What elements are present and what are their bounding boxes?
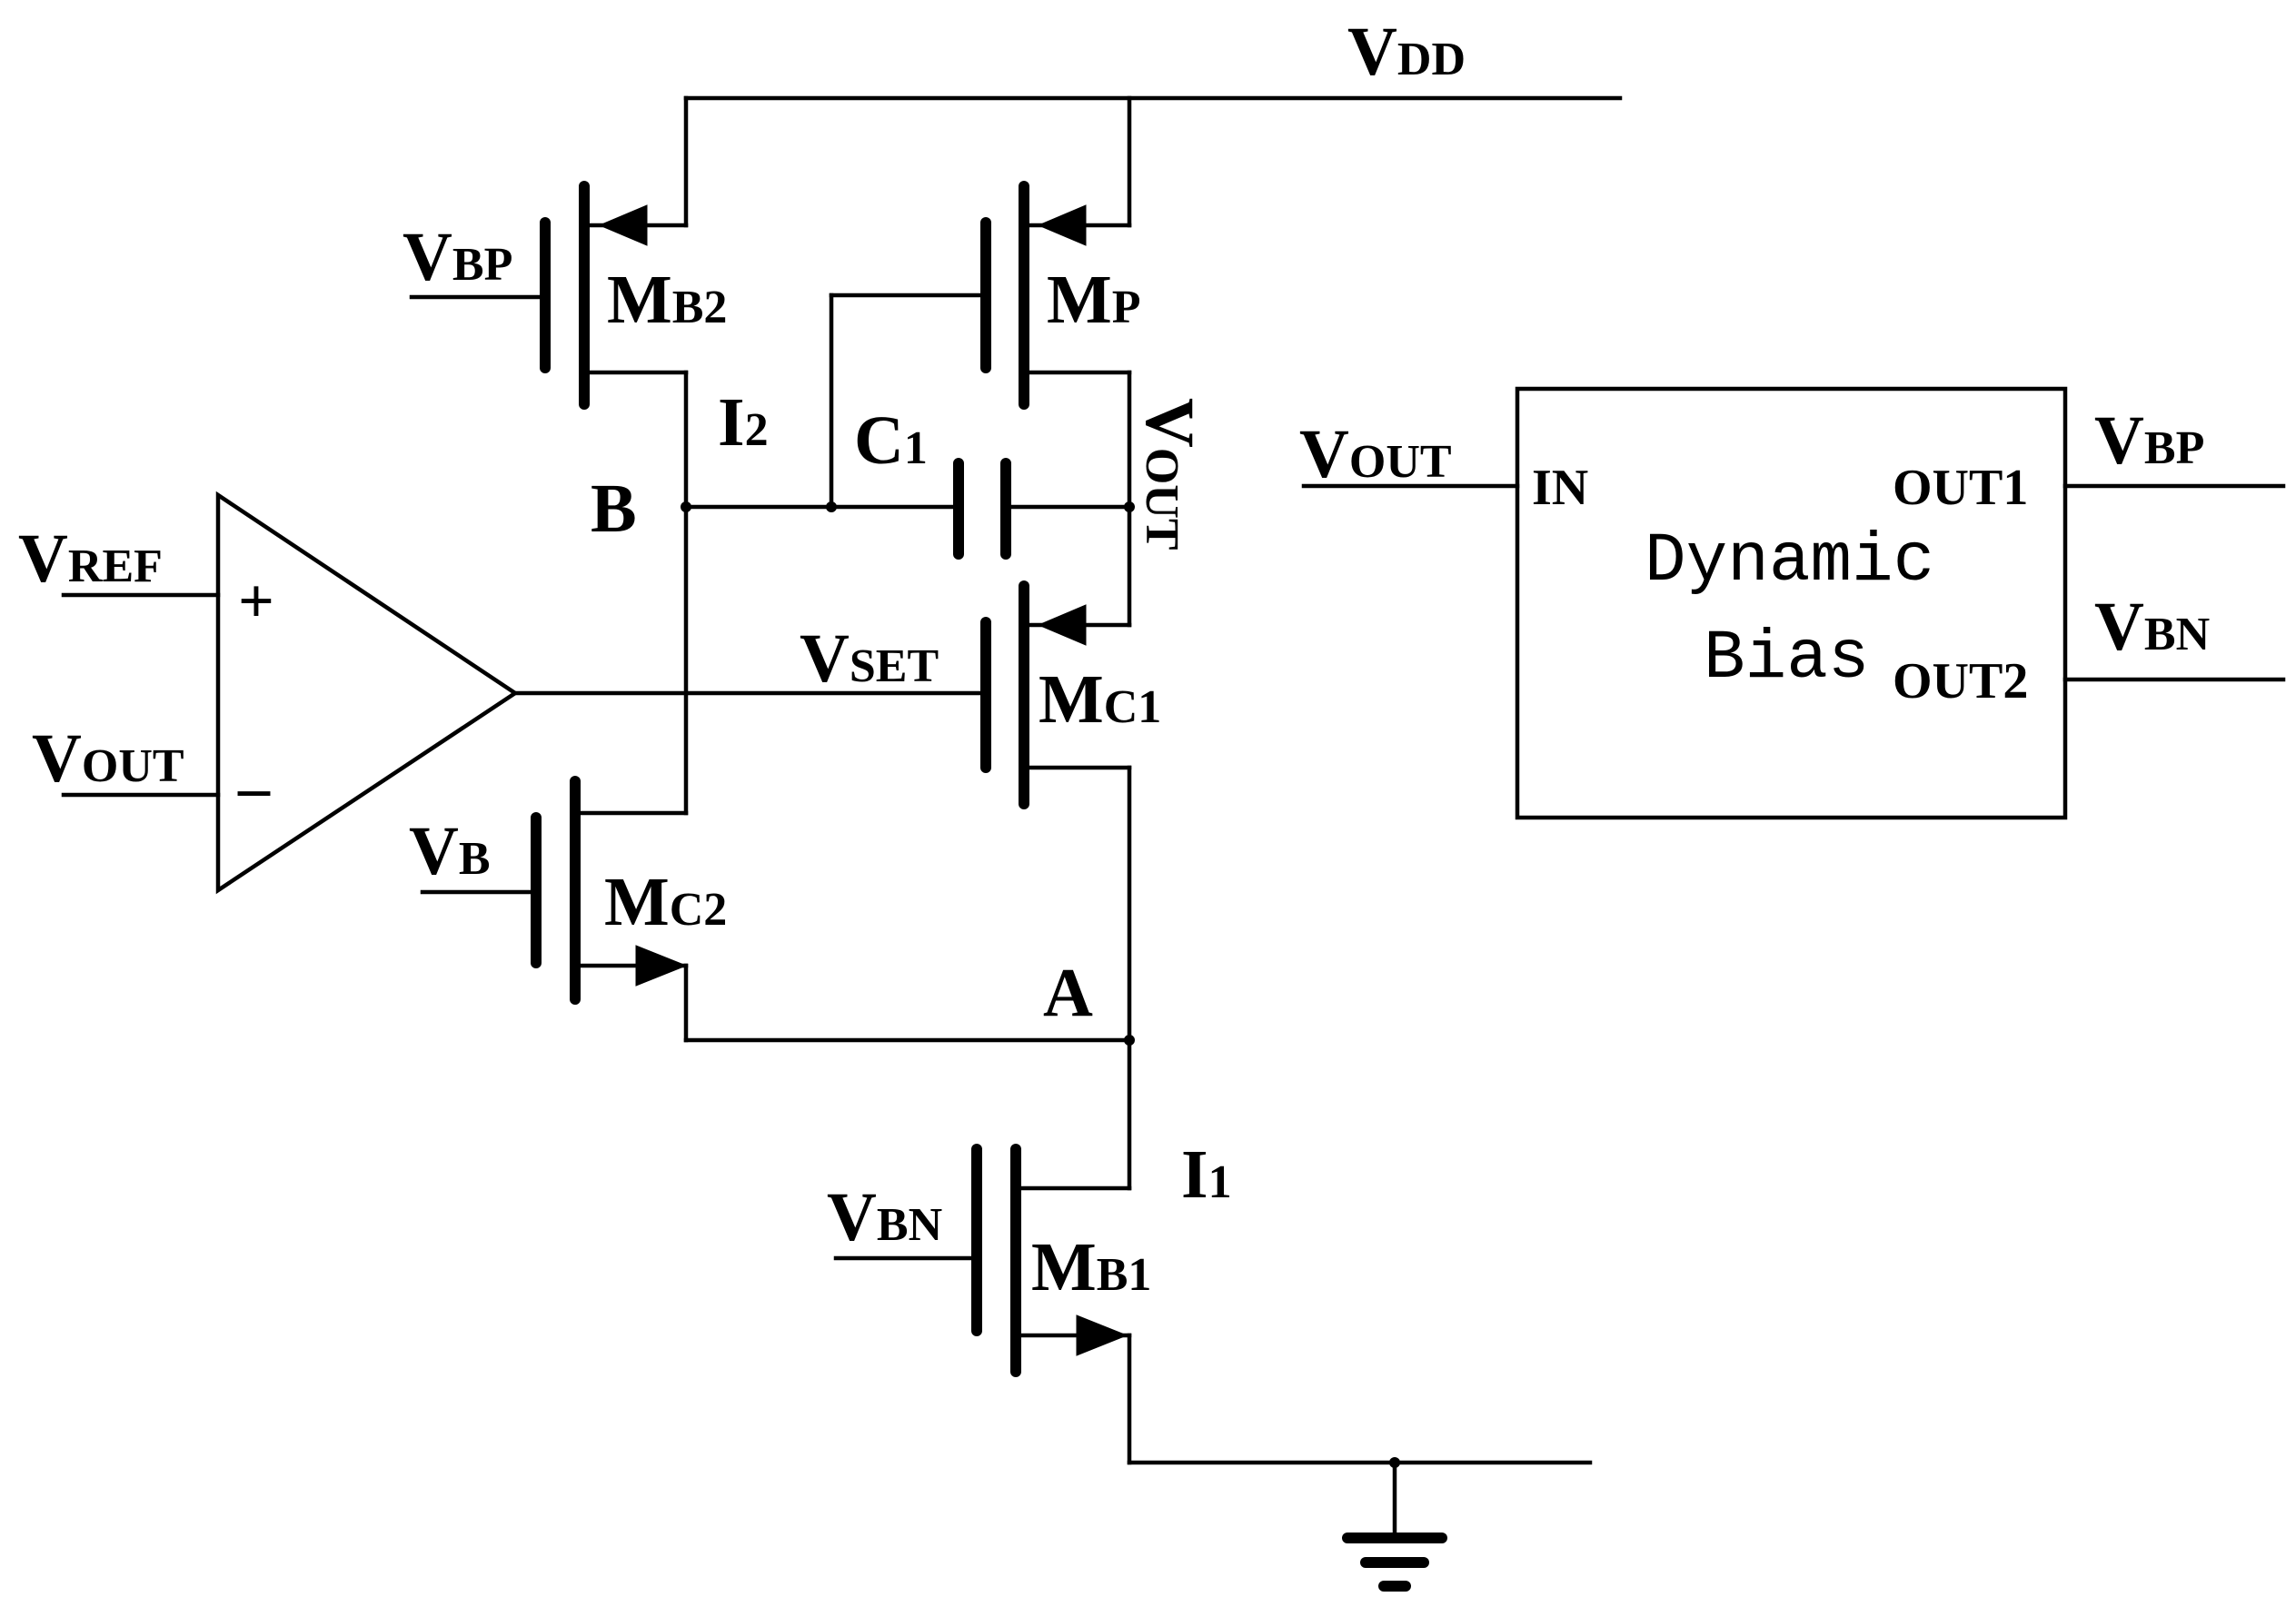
vbp-gate-label: VBP	[403, 219, 512, 295]
vb-label: VB	[409, 813, 491, 889]
dynamic-bias-out2-port: OUT2	[1893, 653, 2028, 709]
i1-label: I1	[1181, 1136, 1232, 1213]
dynamic-bias-title-line2: Bias	[1704, 620, 1869, 698]
mc2-label: MC2	[604, 864, 727, 940]
minus-sign: –	[237, 753, 271, 823]
mp-label: MP	[1047, 262, 1141, 338]
dynamic-bias-out2-signal: VBN	[2094, 589, 2210, 665]
mb1-label: MB1	[1031, 1229, 1151, 1305]
c1-label: C1	[854, 402, 928, 479]
node-a-wire	[1124, 765, 1135, 1191]
node-a-label: A	[1043, 955, 1093, 1031]
vbn-gate-label: VBN	[827, 1179, 942, 1255]
mb2-label: MB2	[607, 262, 727, 338]
vset-label: VSET	[800, 620, 939, 697]
dynamic-bias-out1-port: OUT1	[1893, 460, 2028, 516]
vout-vertical-label: VOUT	[1131, 398, 1208, 551]
mb2-pmos-icon	[409, 95, 689, 410]
node-b-label: B	[591, 471, 637, 547]
dynamic-bias-out1-signal: VBP	[2094, 402, 2204, 479]
dynamic-bias-title-line1: Dynamic	[1645, 522, 1934, 600]
vdd-label: VDD	[1347, 14, 1466, 90]
mp-pmos-icon	[829, 95, 1132, 410]
ground-icon	[1342, 1460, 1447, 1592]
vout-amp-label: VOUT	[32, 720, 184, 797]
dynamic-bias-block	[1301, 386, 2286, 820]
vout-node-wire	[1124, 370, 1135, 628]
error-amplifier-opamp-icon	[61, 491, 989, 895]
mc1-label: MC1	[1039, 661, 1161, 738]
mb1-nmos-icon	[833, 1144, 1132, 1465]
mc2-nmos-icon	[420, 776, 1132, 1043]
plus-sign: +	[238, 567, 274, 637]
dynamic-bias-in-port: IN	[1532, 460, 1588, 516]
dynamic-bias-in-signal: VOUT	[1299, 416, 1452, 492]
c1-capacitor-icon	[953, 458, 1132, 560]
node-b-wire	[681, 293, 957, 816]
ground-rail	[1127, 1457, 1593, 1468]
vref-label: VREF	[18, 521, 163, 597]
i2-label: I2	[718, 384, 769, 461]
